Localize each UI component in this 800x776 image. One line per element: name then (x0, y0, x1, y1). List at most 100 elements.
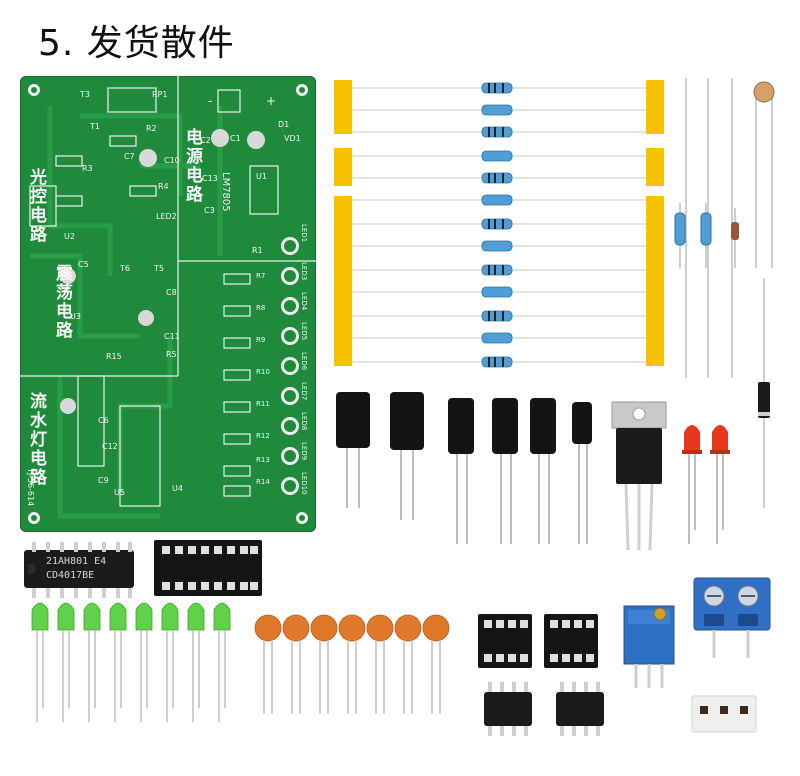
lead (346, 448, 348, 508)
label-led2: LED2 (156, 212, 177, 221)
small-chip-pins (488, 682, 600, 736)
screw-terminal-block (693, 577, 771, 658)
label-t6: T6 (120, 264, 130, 273)
label-led9: LED9 (300, 442, 308, 461)
capacitor-medium-1 (448, 398, 474, 454)
label-c1: C1 (230, 134, 241, 143)
label-d1: D1 (278, 120, 290, 129)
label-led8: LED8 (300, 412, 308, 431)
label-resistor-r11: R11 (256, 400, 270, 408)
label-led6: LED6 (300, 352, 308, 371)
small-chip-2 (556, 692, 604, 726)
capacitor-medium-2 (492, 398, 518, 454)
label-c3: C3 (204, 206, 215, 215)
label-vd1: VD1 (284, 134, 301, 143)
label-light-control: 光控电路 (26, 168, 46, 244)
label-led5: LED5 (300, 322, 308, 341)
label-t5: T5 (154, 264, 164, 273)
label-u2: U2 (64, 232, 75, 241)
tape-left-1 (334, 80, 352, 134)
photoresistor (753, 81, 775, 103)
label-r15: R15 (106, 352, 122, 361)
label-led7: LED7 (300, 382, 308, 401)
label-r4: R4 (158, 182, 169, 191)
loose-resistor-2 (700, 212, 712, 246)
red-led-2 (710, 425, 730, 544)
label-u1: U1 (256, 172, 267, 181)
green-leds (31, 602, 231, 722)
label-rp1: RP1 (152, 90, 168, 99)
label-led4: LED4 (300, 292, 308, 311)
tape-right-3 (646, 196, 664, 366)
resistor-row-graphic (352, 82, 646, 368)
capacitor-medium-3 (530, 398, 556, 454)
red-leds (682, 425, 730, 544)
voltage-regulator (611, 401, 667, 551)
page-heading: 5. 发货散件 (38, 23, 235, 64)
label-t3: T3 (80, 90, 90, 99)
label-running-lights: 流水灯电路 (26, 392, 46, 487)
lead (548, 454, 550, 544)
ic-pins-bottom (32, 588, 132, 598)
label-c12: C12 (102, 442, 118, 451)
label-c11: C11 (164, 332, 180, 341)
loose-resistor-1 (674, 212, 686, 246)
small-diode (731, 222, 739, 240)
ic-socket-16pin (154, 540, 262, 596)
label-led1: LED1 (300, 224, 308, 243)
lead (510, 454, 512, 544)
lead (538, 454, 540, 544)
lead (466, 454, 468, 544)
label-c6: C6 (98, 416, 109, 425)
tape-right-2 (646, 148, 664, 186)
loose-parts-right (674, 78, 775, 508)
label-r1: R1 (252, 246, 263, 255)
lead (578, 444, 580, 544)
pcb-board: 光控电路 电源电路 震荡电路 流水灯电路 TJ-56-614 RP1 R2 R3… (20, 76, 316, 532)
trim-potentiometer (623, 605, 675, 688)
label-plus: + (266, 94, 277, 108)
rectifier-diode (758, 382, 770, 418)
lead (456, 454, 458, 544)
label-c10: C10 (164, 156, 180, 165)
label-power: 电源电路 (182, 128, 202, 204)
label-model-code: TJ-56-614 (26, 468, 35, 507)
resistor-strip (334, 78, 664, 368)
label-r5: R5 (166, 350, 177, 359)
label-resistor-r7: R7 (256, 272, 266, 280)
ic-socket-8pin-2 (544, 614, 598, 668)
tape-left-3 (334, 196, 352, 366)
capacitor-large-1 (336, 392, 370, 448)
label-c9: C9 (98, 476, 109, 485)
ic-socket-8pin-1 (478, 614, 532, 668)
label-resistor-r8: R8 (256, 304, 266, 312)
ic-chip-cd4017: 21AH801 E4 CD4017BE (24, 550, 134, 588)
lead (586, 444, 588, 544)
label-oscillator: 震荡电路 (52, 264, 72, 340)
red-led-1 (682, 425, 702, 544)
label-resistor-r12: R12 (256, 432, 270, 440)
label-r3: R3 (82, 164, 93, 173)
ic-pins-top (32, 542, 132, 552)
ceramic-capacitors (254, 614, 450, 714)
label-u5: U5 (114, 488, 125, 497)
label-resistor-r9: R9 (256, 336, 266, 344)
label-minus: - (208, 94, 213, 108)
tape-right-1 (646, 80, 664, 134)
label-regulator: LM7805 (220, 172, 231, 212)
label-u3: U3 (70, 312, 81, 321)
label-u4: U4 (172, 484, 183, 493)
ic-chip-marking-top: 21AH801 E4 (46, 556, 107, 567)
label-c8: C8 (166, 288, 177, 297)
lead (412, 450, 414, 520)
lead (358, 448, 360, 508)
label-resistor-r13: R13 (256, 456, 270, 464)
pin-header-connector (691, 695, 757, 733)
ic-chip-marking-bottom: CD4017BE (46, 570, 95, 581)
label-led10: LED10 (300, 472, 308, 495)
lead (500, 454, 502, 544)
capacitor-small (572, 402, 592, 444)
label-led3: LED3 (300, 262, 308, 281)
label-t1: T1 (90, 122, 100, 131)
label-c7: C7 (124, 152, 135, 161)
